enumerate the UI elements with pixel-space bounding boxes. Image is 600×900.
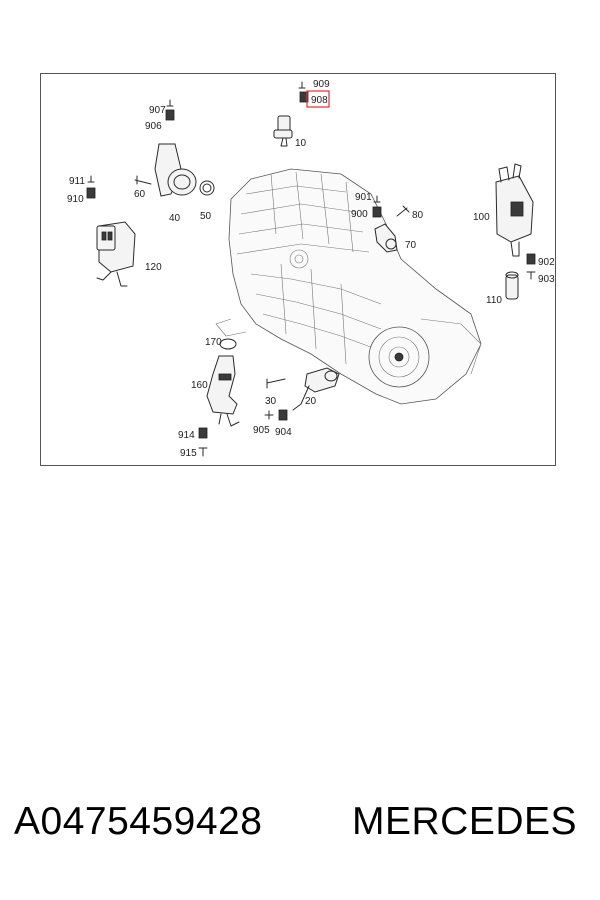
part-160-sensor-icon	[198, 338, 240, 457]
callout-901: 901	[355, 192, 372, 203]
callout-914: 914	[178, 430, 195, 441]
callout-20: 20	[305, 396, 317, 407]
callout-40: 40	[169, 213, 181, 224]
callout-900: 900	[351, 209, 368, 220]
callout-10: 10	[295, 138, 307, 149]
callout-80: 80	[412, 210, 424, 221]
callout-905: 905	[253, 425, 270, 436]
callout-902: 902	[538, 257, 555, 268]
brand-text: MERCEDES	[352, 800, 578, 843]
part-100-actuator-icon	[495, 163, 536, 300]
caption-bar: A0475459428 MERCEDES	[0, 800, 600, 870]
callout-70: 70	[405, 240, 417, 251]
parts-diagram-frame: 909 908 10 907 906 60 40 50 911 910 120 …	[40, 73, 556, 466]
callout-labels: 909 908 10 907 906 60 40 50 911 910 120 …	[67, 79, 555, 459]
callout-100: 100	[473, 212, 490, 223]
callout-903: 903	[538, 274, 555, 285]
callout-50: 50	[200, 211, 212, 222]
callout-904: 904	[275, 427, 292, 438]
callout-908: 908	[311, 95, 328, 106]
callout-30: 30	[265, 396, 277, 407]
callout-909: 909	[313, 79, 330, 90]
callout-911: 911	[69, 176, 85, 187]
callout-910: 910	[67, 194, 84, 205]
callout-906: 906	[145, 121, 162, 132]
callout-60: 60	[134, 189, 146, 200]
parts-diagram: 909 908 10 907 906 60 40 50 911 910 120 …	[67, 79, 555, 459]
callout-120: 120	[145, 262, 162, 273]
callout-907: 907	[149, 105, 166, 116]
part-20-crankshaft-sensor-icon	[264, 367, 340, 421]
part-10-sensor-icon	[273, 81, 309, 147]
part-120-valve-icon	[86, 175, 136, 287]
part-40-camshaft-sensor-icon	[134, 99, 215, 197]
callout-110: 110	[486, 295, 502, 306]
highlight-box-908	[306, 90, 330, 108]
engine-block-illustration	[215, 168, 482, 405]
callout-170: 170	[205, 337, 222, 348]
part-number-text: A0475459428	[14, 800, 263, 843]
callout-160: 160	[191, 380, 208, 391]
callout-915: 915	[180, 448, 197, 459]
part-70-knock-sensor-icon	[372, 195, 410, 253]
